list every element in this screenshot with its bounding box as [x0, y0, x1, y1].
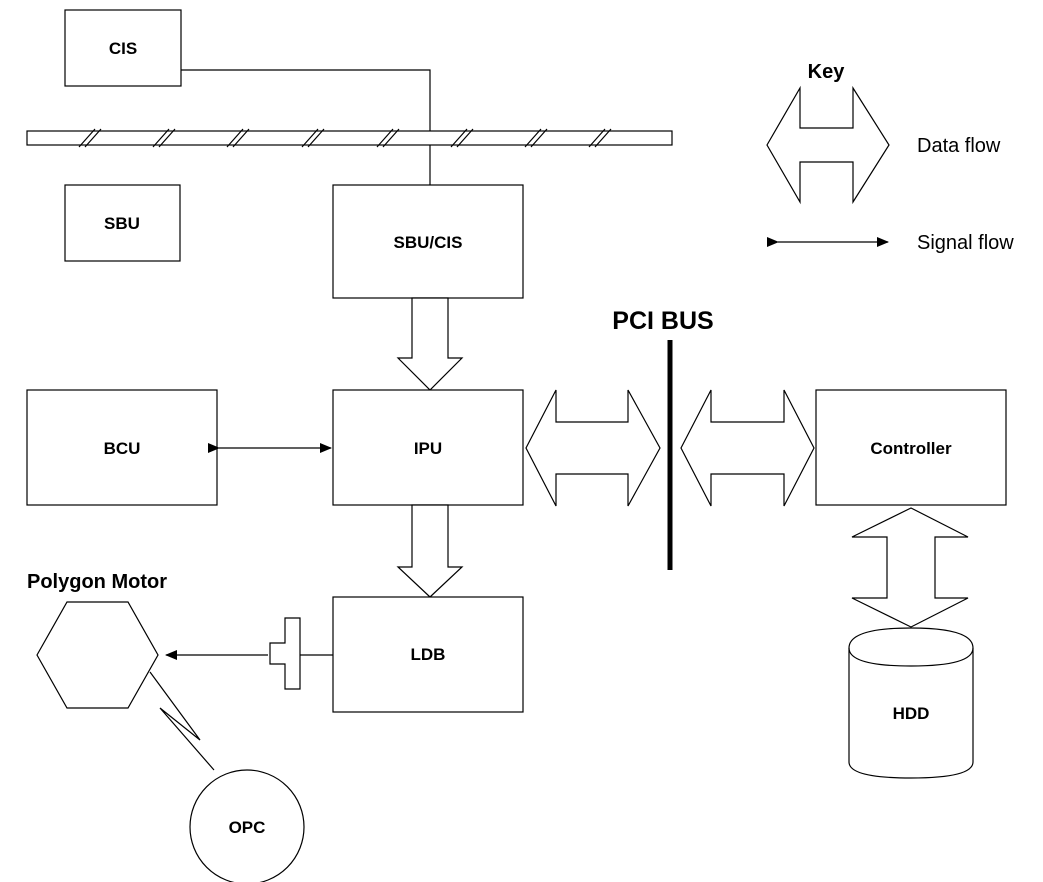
opc-label: OPC	[229, 818, 266, 837]
ldb-label: LDB	[411, 645, 446, 664]
cis-label: CIS	[109, 39, 137, 58]
hdd-label: HDD	[893, 704, 930, 723]
hdd-block: HDD	[848, 627, 974, 779]
pci-bus-label: PCI BUS	[612, 307, 713, 335]
data-flow-arrow-pci-controller	[680, 389, 815, 507]
key-data-flow-label: Data flow	[917, 135, 1001, 157]
cis-block: CIS	[64, 9, 182, 87]
bcu-block: BCU	[26, 389, 218, 506]
laser-zigzag-beam	[149, 671, 215, 771]
cis-connection-line	[181, 69, 431, 185]
key-signal-flow-label: Signal flow	[917, 232, 1014, 254]
bcu-label: BCU	[104, 439, 141, 458]
key-title: Key	[808, 61, 846, 83]
controller-block: Controller	[815, 389, 1007, 506]
data-flow-arrow-sbu-to-ipu	[396, 297, 464, 391]
ldb-block: LDB	[332, 596, 524, 713]
data-flow-arrow-controller-hdd	[851, 507, 969, 628]
ipu-block: IPU	[332, 389, 524, 506]
sbu-cis-label: SBU/CIS	[394, 233, 463, 252]
controller-label: Controller	[870, 439, 952, 458]
sbu-cis-block: SBU/CIS	[332, 184, 524, 299]
data-flow-arrow-ipu-pci	[525, 389, 661, 507]
data-flow-arrow-ipu-to-ldb	[396, 504, 464, 598]
polygon-motor-icon	[36, 601, 159, 709]
key-data-flow-arrow-icon	[766, 85, 890, 205]
key-legend: Key Data flow Signal flow	[766, 61, 1014, 254]
scanner-glass-rail	[26, 128, 673, 148]
polygon-motor-label: Polygon Motor	[27, 571, 167, 593]
ipu-label: IPU	[414, 439, 442, 458]
opc-block: OPC	[189, 769, 305, 882]
laser-diode-icon	[269, 617, 301, 690]
sbu-label: SBU	[104, 214, 140, 233]
sbu-block: SBU	[64, 184, 181, 262]
